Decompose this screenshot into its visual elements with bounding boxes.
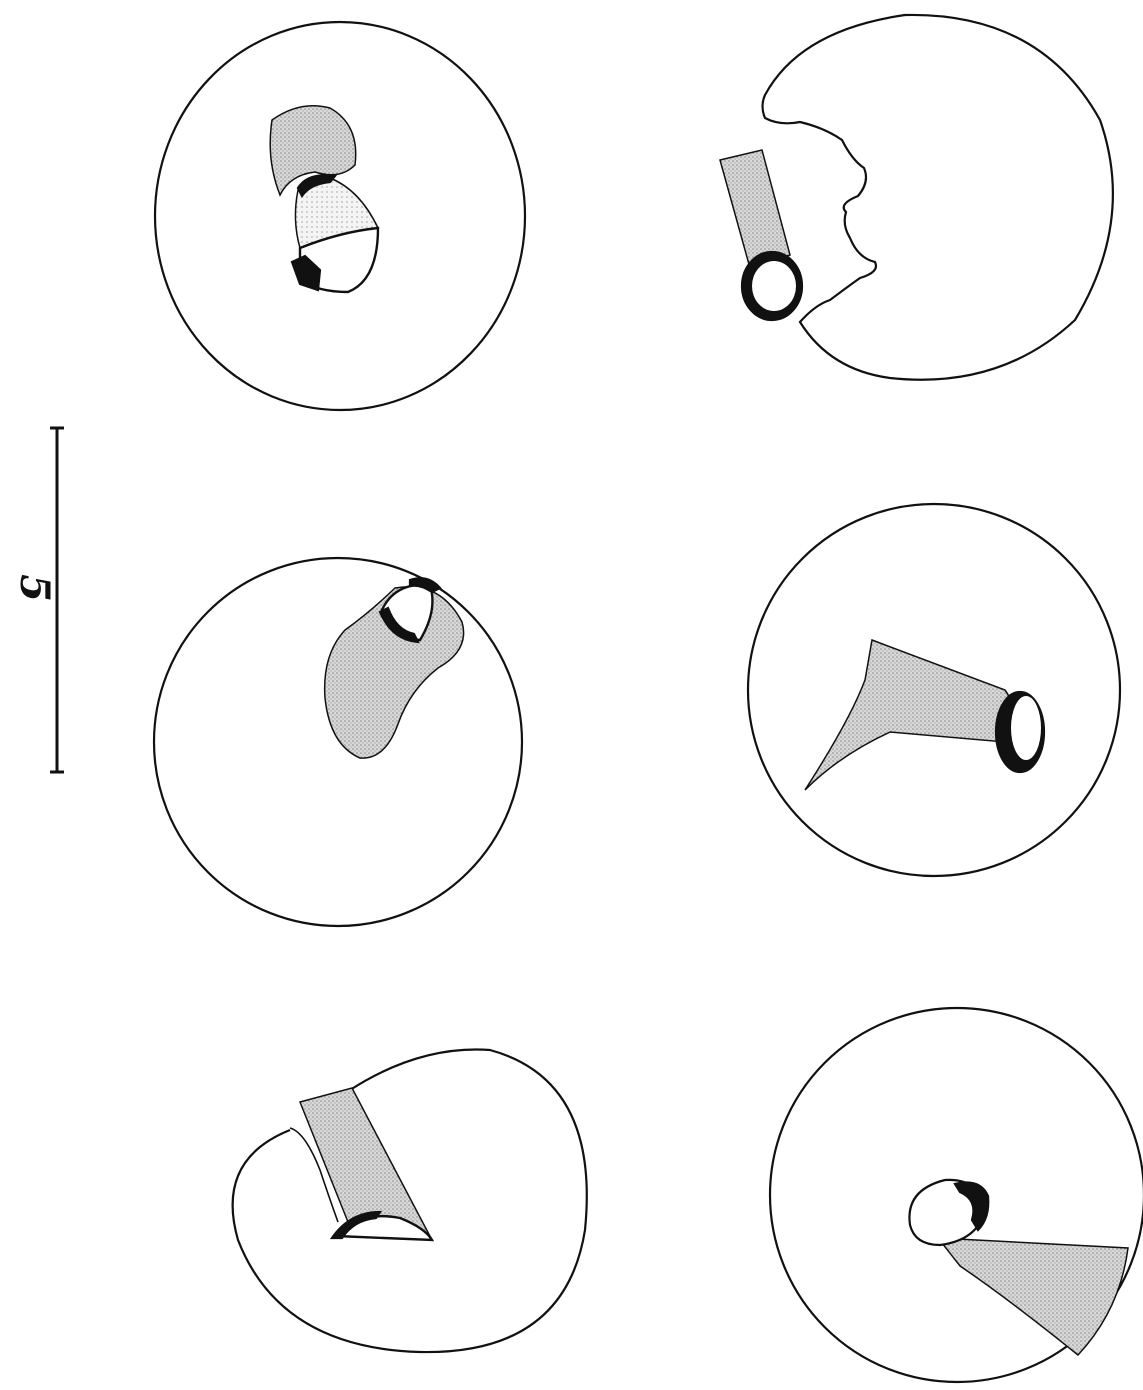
scale-bar-label: 5 µ (0, 562, 84, 614)
specimen-outline-circle (154, 558, 522, 926)
specimen-panel-middle-left (154, 558, 522, 926)
specimen-panel-top-left (155, 22, 525, 410)
tube-ring-inner (1011, 696, 1041, 760)
specimen-panel-middle-right (748, 504, 1120, 876)
specimen-outline-wavy (763, 15, 1113, 380)
stippled-tube (720, 150, 790, 268)
stippled-tapering-tube (938, 1238, 1128, 1355)
specimen-panel-top-right (720, 15, 1113, 380)
stippled-tapering-tube (805, 640, 1013, 790)
specimen-panel-bottom-right (770, 1008, 1143, 1382)
tube-ring-inner (752, 261, 796, 311)
specimen-panel-bottom-left (233, 1050, 587, 1353)
